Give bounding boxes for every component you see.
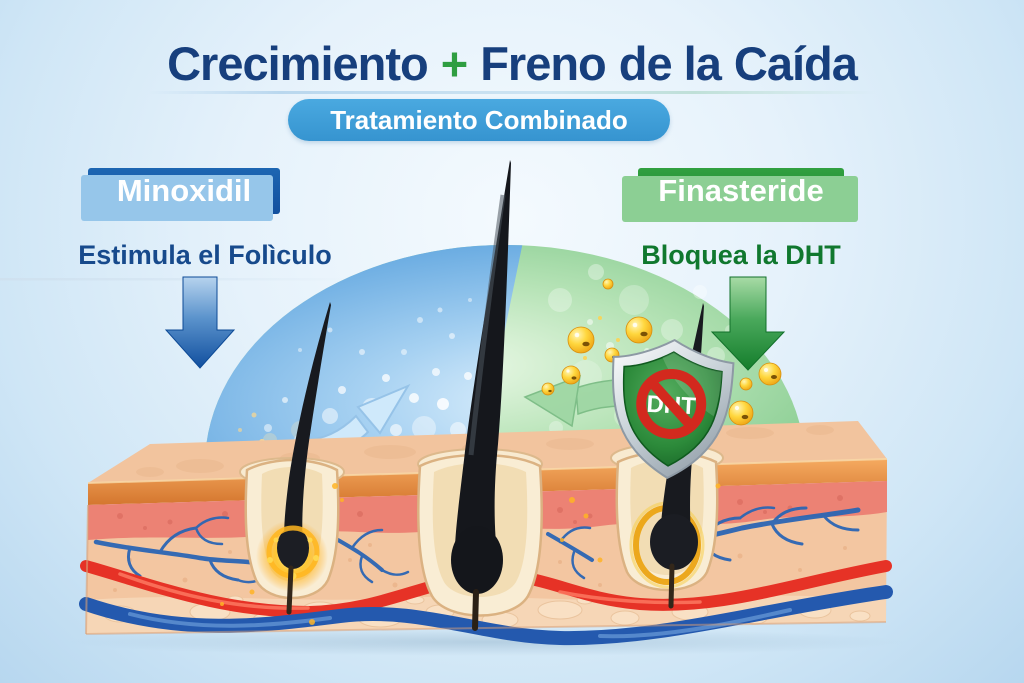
minoxidil-label-box: Minoxidil xyxy=(81,168,280,221)
treatment-badge: Tratamiento Combinado xyxy=(288,99,670,141)
protected-follicle xyxy=(610,303,724,609)
finasteride-down-arrow-icon xyxy=(710,276,786,371)
finasteride-label-box: Finasteride xyxy=(622,168,858,222)
title-divider xyxy=(148,91,876,94)
title-word-caida: Caída xyxy=(733,37,858,90)
left-hair xyxy=(284,302,331,548)
title-word-freno: Freno xyxy=(480,37,607,90)
dht-molecule-icon xyxy=(739,377,753,391)
dht-molecule-icon xyxy=(625,316,653,344)
dht-molecule-icon xyxy=(758,362,782,386)
dht-molecule-icon xyxy=(561,365,581,385)
minoxidil-effect-text: Estimula el Folìculo xyxy=(78,240,332,270)
dht-molecule-icon xyxy=(728,400,754,426)
finasteride-label: Finasteride xyxy=(658,173,824,208)
title-word-crecimiento: Crecimiento xyxy=(167,37,429,90)
plus-sign: + xyxy=(440,37,468,90)
page-title: Crecimiento + Freno de la Caída xyxy=(0,36,1024,91)
dermis-sparkles xyxy=(220,483,721,625)
dht-molecule-icon xyxy=(602,278,614,290)
hair-follicles xyxy=(220,160,724,631)
minoxidil-down-arrow-icon xyxy=(164,276,236,369)
prohibition-icon xyxy=(636,369,707,440)
dermis-speckles xyxy=(113,543,847,592)
dht-molecule-icon xyxy=(541,382,555,396)
finasteride-effect-text: Bloquea la DHT xyxy=(641,240,841,270)
healthy-follicle xyxy=(417,160,543,631)
dht-dust xyxy=(583,316,620,360)
stimulated-follicle xyxy=(239,302,345,615)
title-word-dela: de la xyxy=(618,37,722,90)
dht-molecules xyxy=(541,278,782,426)
background-seam-line xyxy=(0,278,360,281)
skin-block-shadow xyxy=(66,628,906,656)
dht-shield-icon: DHT xyxy=(612,338,735,480)
vein xyxy=(79,585,893,646)
dht-molecule-icon xyxy=(567,326,595,354)
minoxidil-label: Minoxidil xyxy=(116,173,252,208)
